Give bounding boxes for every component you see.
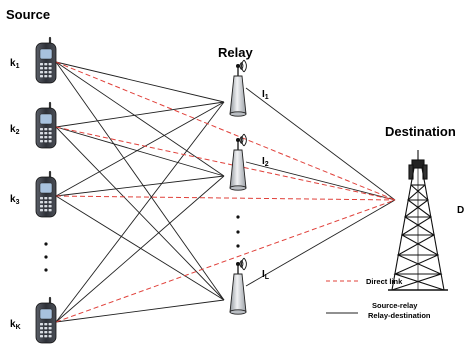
source-relay-link bbox=[55, 61, 225, 301]
relay-devices bbox=[229, 59, 247, 315]
legend-solid-label-1: Source-relay bbox=[372, 301, 418, 310]
legend-direct-label: Direct link bbox=[366, 277, 403, 286]
source-ellipsis bbox=[44, 242, 48, 272]
source-relay-link bbox=[55, 195, 225, 301]
source-relay-link bbox=[55, 126, 225, 301]
relay-title: Relay bbox=[218, 45, 253, 60]
destination-label: D bbox=[457, 205, 464, 216]
source-relay-link bbox=[55, 101, 225, 197]
relay-antenna-icon bbox=[229, 133, 247, 191]
source-relay-link bbox=[55, 126, 225, 177]
relay-ellipsis bbox=[236, 215, 240, 248]
relay-antenna-icon bbox=[229, 257, 247, 315]
relay-label-l: IL bbox=[262, 269, 270, 281]
source-title: Source bbox=[6, 7, 50, 22]
source-relay-link bbox=[55, 175, 225, 197]
links-layer bbox=[55, 61, 396, 323]
source-label-1: k1 bbox=[10, 58, 20, 70]
direct-link bbox=[55, 126, 396, 201]
relay-antenna-icon bbox=[229, 59, 247, 117]
destination-title: Destination bbox=[385, 124, 456, 139]
source-devices bbox=[35, 36, 57, 344]
source-relay-link bbox=[55, 299, 225, 323]
relay-label-2: I2 bbox=[262, 156, 269, 168]
cell-tower-icon bbox=[388, 150, 448, 291]
source-label-k: kK bbox=[10, 319, 21, 331]
mobile-phone-icon bbox=[35, 101, 57, 149]
source-label-3: k3 bbox=[10, 194, 20, 206]
legend: Direct link Source-relay Relay-destinati… bbox=[326, 277, 431, 320]
source-relay-link bbox=[55, 101, 225, 323]
mobile-phone-icon bbox=[35, 296, 57, 344]
direct-link bbox=[55, 195, 396, 201]
source-relay-link bbox=[55, 175, 225, 323]
direct-link bbox=[55, 199, 396, 323]
direct-link bbox=[55, 61, 396, 201]
source-relay-link bbox=[55, 61, 225, 103]
relay-destination-link bbox=[245, 87, 396, 201]
source-label-2: k2 bbox=[10, 124, 20, 136]
mobile-phone-icon bbox=[35, 36, 57, 84]
source-relay-link bbox=[55, 101, 225, 128]
mobile-phone-icon bbox=[35, 170, 57, 218]
relay-label-1: I1 bbox=[262, 89, 269, 101]
relay-destination-link bbox=[245, 199, 396, 287]
source-relay-link bbox=[55, 61, 225, 177]
legend-solid-label-2: Relay-destination bbox=[368, 311, 431, 320]
relay-destination-link bbox=[245, 161, 396, 201]
